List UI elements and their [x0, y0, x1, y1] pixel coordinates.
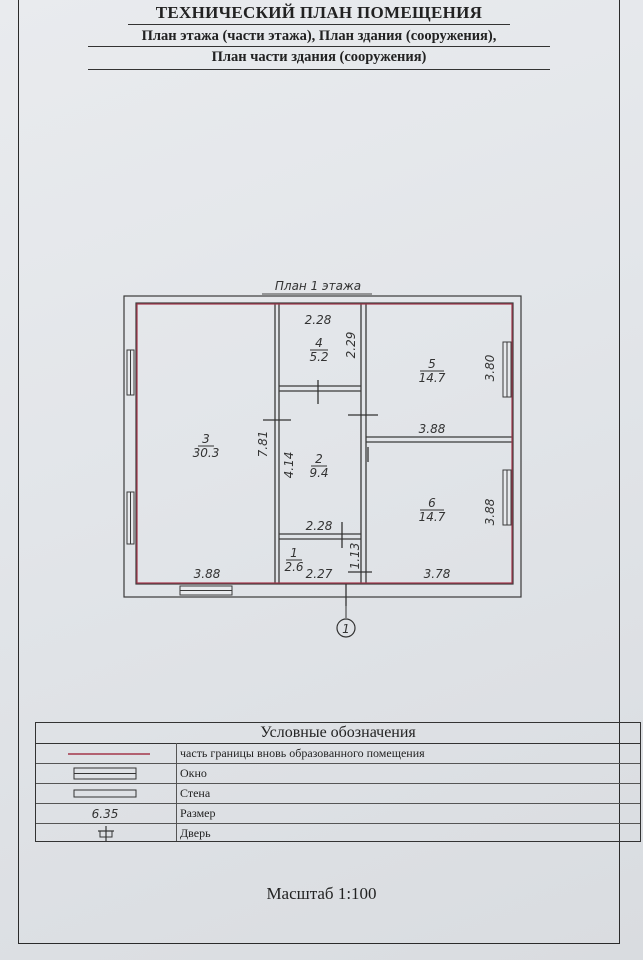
dim-room1-height: 1.13 [348, 543, 362, 570]
room-3-area: 30.3 [193, 446, 220, 460]
dim-room3-width: 3.88 [194, 567, 221, 581]
room-1-number: 1 [290, 546, 298, 560]
document-subtitle-2: План части здания (сооружения) [211, 49, 427, 65]
legend-table: Условные обозначения часть границы вновь… [35, 722, 641, 842]
room-5-area: 14.7 [419, 371, 446, 385]
dimension-labels: 7.81 3.88 2.28 2.29 3.80 3.88 4.14 2.28 … [194, 313, 497, 581]
door-symbols [263, 380, 378, 606]
document-subtitle-1: План этажа (части этажа), План здания (с… [141, 28, 497, 44]
legend-label: Дверь [180, 826, 211, 840]
floor-plan: План 1 этажа [123, 279, 522, 638]
legend-label: Размер [180, 806, 216, 820]
title-rule [128, 24, 510, 25]
door-symbol-icon [36, 824, 176, 843]
dim-room5-width: 3.88 [419, 422, 446, 436]
document-title: ТЕХНИЧЕСКИЙ ПЛАН ПОМЕЩЕНИЯ [155, 3, 483, 22]
room-2-number: 2 [315, 452, 323, 466]
room-3-number: 3 [202, 432, 210, 446]
window-symbols [126, 341, 512, 596]
dim-room3-height: 7.81 [256, 431, 270, 458]
room-2-area: 9.4 [309, 466, 328, 480]
dim-room6-width: 3.78 [424, 567, 451, 581]
room-boundary-line [136, 303, 513, 584]
boundary-line-symbol [36, 744, 176, 763]
dim-room6-height: 3.88 [483, 498, 497, 525]
legend-label: Окно [180, 766, 207, 780]
dim-room5-height: 3.80 [483, 354, 497, 381]
axis-marker-label: 1 [342, 622, 350, 636]
legend-label: часть границы вновь образованного помеще… [180, 746, 425, 760]
subtitle-rule-1 [88, 46, 550, 47]
plan-caption: План 1 этажа [275, 279, 361, 293]
room-5-number: 5 [428, 357, 436, 371]
axis-marker-circle [336, 618, 356, 638]
room-6-area: 14.7 [419, 510, 446, 524]
legend-row: Стена [36, 784, 640, 804]
document-frame [18, 0, 620, 944]
legend-heading: Условные обозначения [36, 723, 640, 744]
dim-room4-width: 2.28 [305, 313, 332, 327]
room-4-area: 5.2 [309, 350, 328, 364]
dimension-symbol: 6.35 [36, 804, 176, 823]
legend-label: Стена [180, 786, 211, 800]
dim-room4-height: 2.29 [344, 332, 358, 359]
legend-row: Окно [36, 764, 640, 784]
legend-row: часть границы вновь образованного помеще… [36, 744, 640, 764]
dim-room2-height: 4.14 [282, 452, 296, 479]
room-4-number: 4 [315, 336, 323, 350]
room-6-number: 6 [428, 496, 436, 510]
dim-room1-width: 2.27 [306, 567, 333, 581]
subtitle-rule-2 [88, 69, 550, 70]
scale-label: Масштаб 1:100 [266, 884, 377, 903]
window-symbol-icon [36, 764, 176, 783]
wall-symbol-icon [36, 784, 176, 803]
title-block: ТЕХНИЧЕСКИЙ ПЛАН ПОМЕЩЕНИЯ План этажа (ч… [18, 0, 620, 72]
room-labels: 3 30.3 4 5.2 5 14.7 2 9.4 6 14.7 1 2.6 [193, 336, 446, 574]
dim-room2-width: 2.28 [306, 519, 333, 533]
legend-row: Дверь [36, 824, 640, 843]
interior-walls [274, 303, 513, 584]
room-1-area: 2.6 [284, 560, 303, 574]
legend-row: 6.35 Размер [36, 804, 640, 824]
legend-column-divider [176, 743, 177, 841]
outer-walls [123, 295, 522, 598]
dimension-sample: 6.35 [92, 807, 119, 821]
